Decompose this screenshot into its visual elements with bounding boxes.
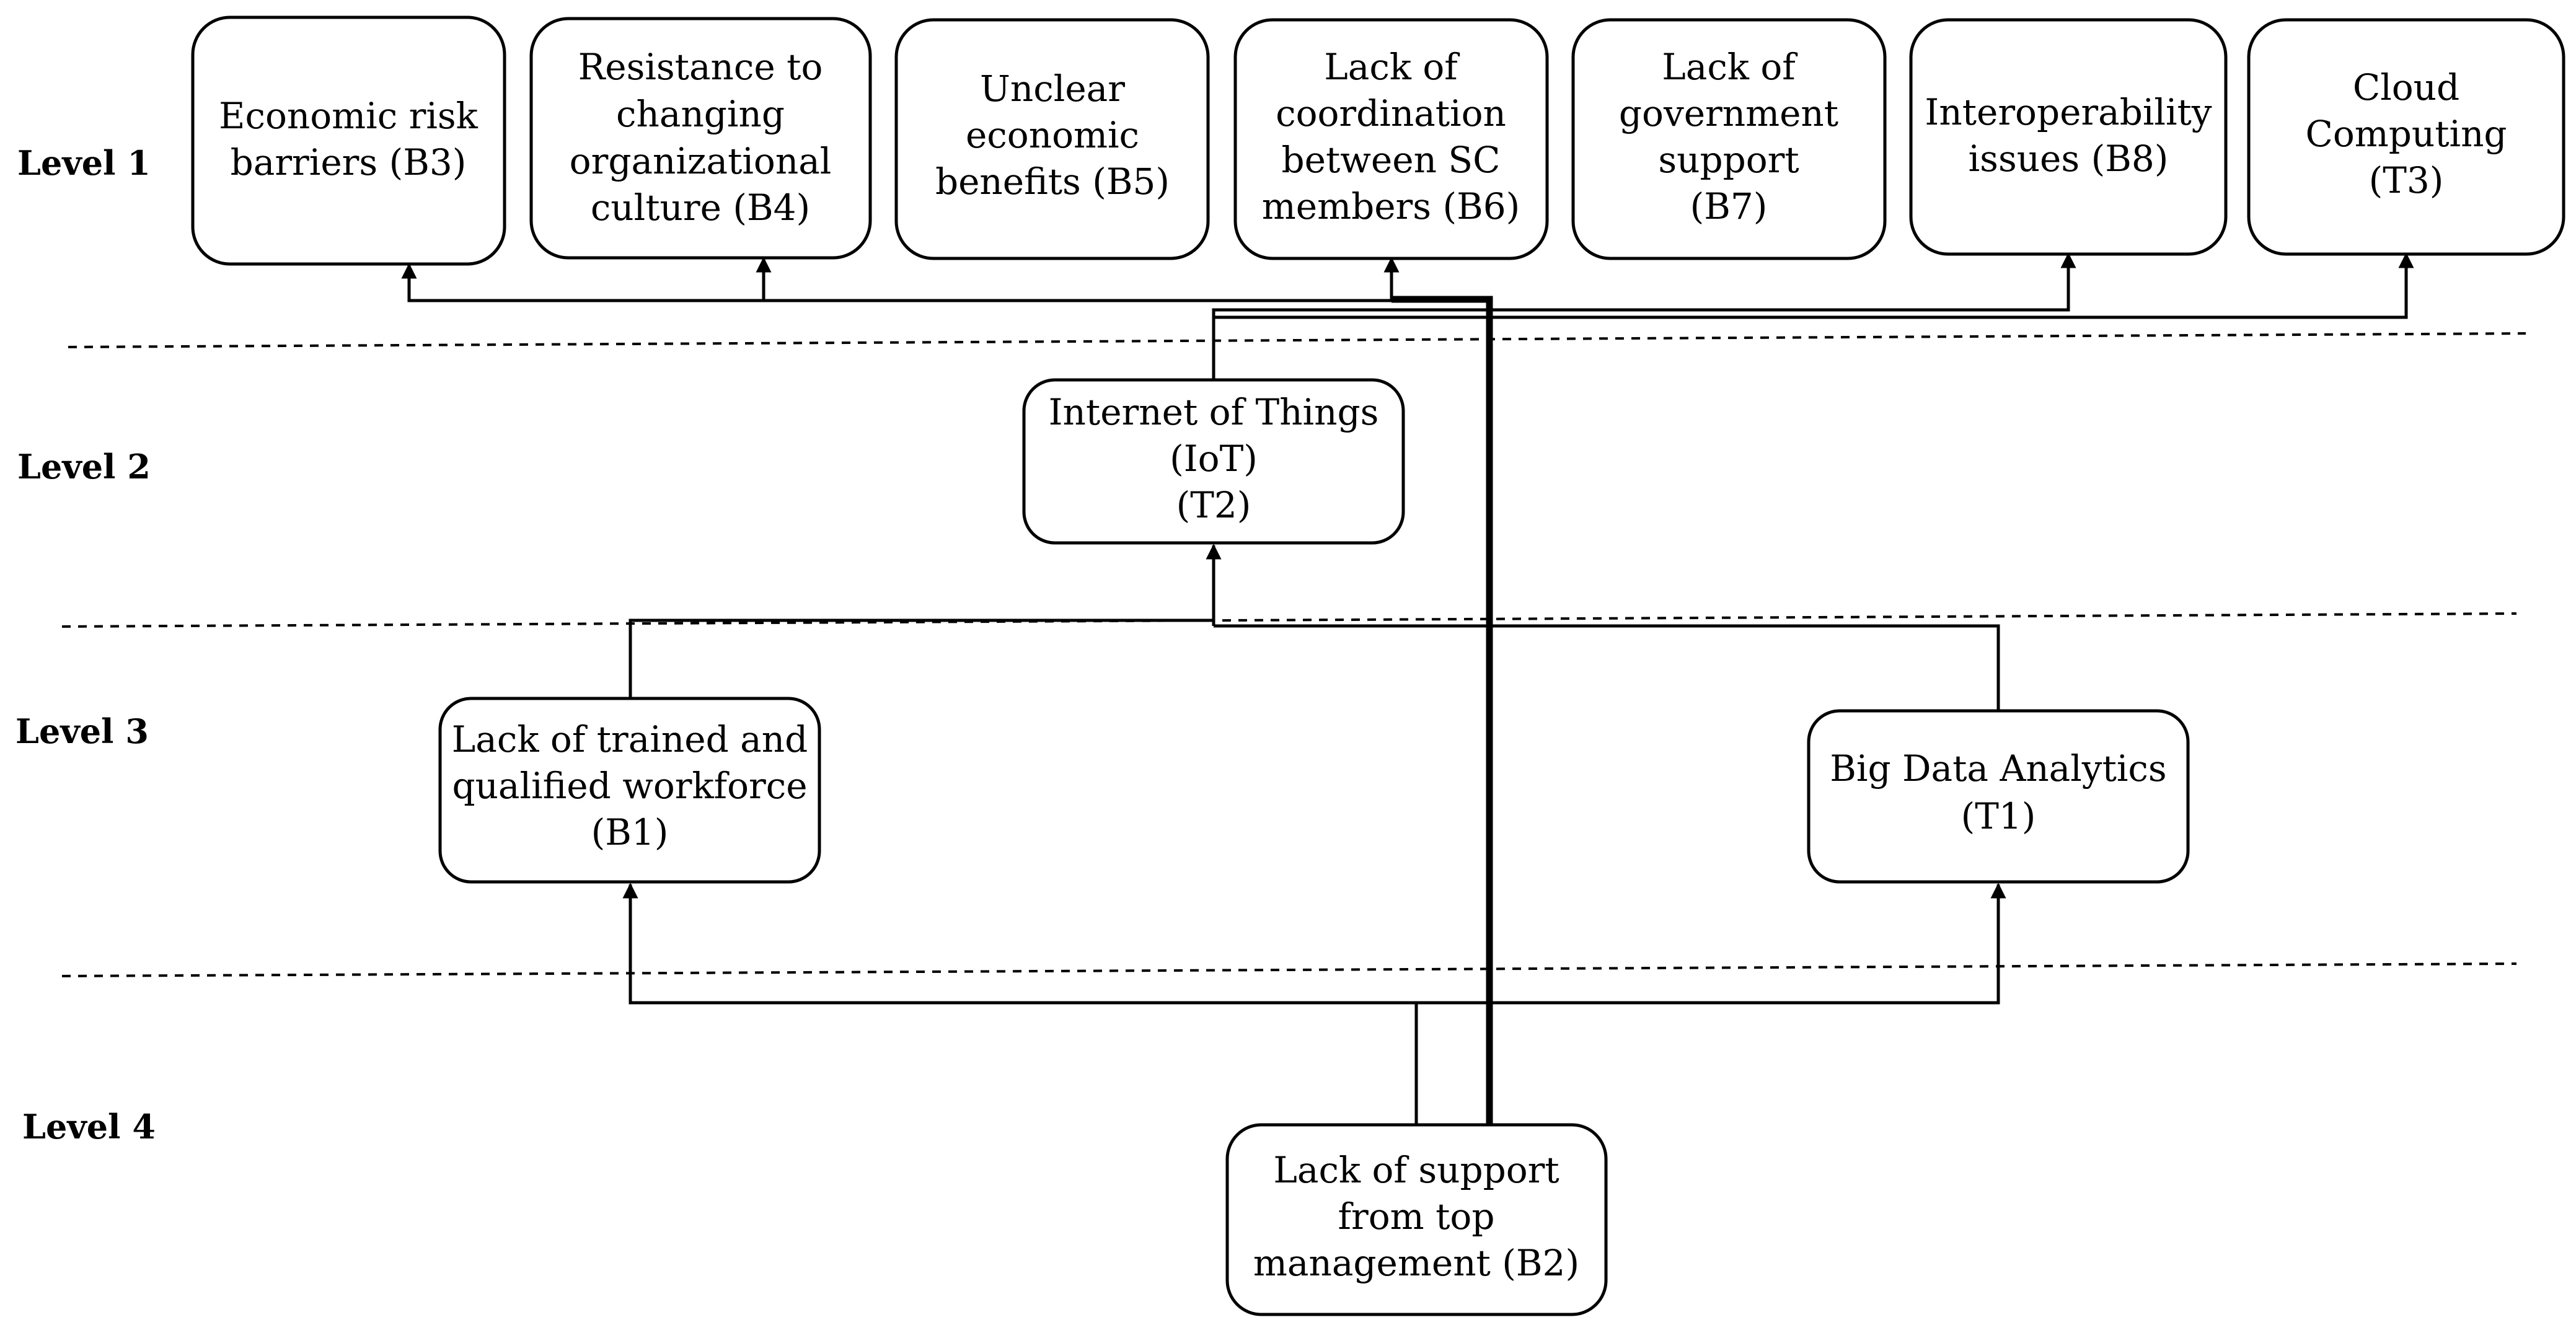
node-b7-line-2: government [1619, 92, 1838, 134]
level-label-1: Level 1 [17, 143, 151, 183]
node-b6-line-4: members (B6) [1262, 185, 1520, 227]
node-b2-box [1225, 1123, 1608, 1316]
node-b3-line-2: barriers (B3) [231, 141, 467, 183]
node-b5-line-1: Unclear [980, 68, 1125, 110]
node-b4: Resistance to changing organizational cu… [529, 17, 872, 260]
node-b6: Lack of coordination between SC members … [1233, 18, 1549, 260]
edge-b1-to-t2 [629, 618, 1214, 698]
node-b7-line-4: (B7) [1690, 185, 1768, 227]
node-b8-line-1: Interoperability [1925, 91, 2212, 133]
node-b5-box [894, 18, 1210, 260]
node-b5-line-2: economic [966, 114, 1139, 156]
node-t2-line-1: Internet of Things [1049, 391, 1379, 433]
node-t3-box [2247, 18, 2565, 256]
node-b4-line-4: culture (B4) [591, 187, 810, 229]
edge-b2-to-b1 [622, 883, 1416, 1005]
node-b3: Economic risk barriers (B3) [191, 15, 506, 266]
node-b8-box [1909, 18, 2228, 256]
node-t1-line-1: Big Data Analytics [1830, 747, 2166, 790]
node-b5: Unclear economic benefits (B5) [894, 18, 1210, 260]
node-b1-line-1: Lack of trained and [452, 718, 808, 760]
edge-b2-to-b3 [401, 263, 1392, 302]
node-t2: Internet of Things (IoT) (T2) [1022, 378, 1405, 545]
node-b5-line-3: benefits (B5) [935, 161, 1170, 203]
level-divider-1-2 [68, 332, 2526, 348]
node-b1-line-2: qualified workforce [452, 765, 807, 807]
node-b2: Lack of support from top management (B2) [1225, 1123, 1608, 1316]
level-label-3: Level 3 [15, 711, 149, 751]
node-b1: Lack of trained and qualified workforce … [438, 697, 821, 884]
node-t1-box [1807, 709, 2190, 884]
node-t1-line-2: (T1) [1961, 795, 2036, 837]
node-b7-line-3: support [1658, 139, 1799, 181]
edges-from-t2 [1212, 252, 2414, 380]
node-b8-line-2: issues (B8) [1969, 138, 2169, 180]
edge-t1-to-t2 [1214, 624, 2000, 711]
level-label-2: Level 2 [17, 447, 151, 486]
node-b6-box [1233, 18, 1549, 260]
level-divider-3-4 [61, 962, 2517, 977]
node-t3-line-2: Computing [2305, 113, 2507, 155]
edges-from-b2-level1 [401, 257, 1493, 1124]
edge-b2-to-t1 [1416, 883, 2006, 1005]
node-t3-line-3: (T3) [2369, 159, 2444, 201]
node-b4-line-2: changing [616, 93, 785, 135]
level-label-4: Level 4 [22, 1107, 156, 1147]
node-t2-line-3: (T2) [1176, 484, 1251, 526]
node-b7-line-1: Lack of [1662, 46, 1797, 88]
node-b2-line-3: management (B2) [1253, 1242, 1579, 1284]
node-t2-line-2: (IoT) [1170, 438, 1258, 480]
node-b1-line-3: (B1) [591, 811, 669, 853]
node-b7-box [1571, 18, 1887, 260]
node-b6-line-1: Lack of [1324, 46, 1460, 88]
node-t2-box [1022, 378, 1405, 545]
node-t1: Big Data Analytics (T1) [1807, 709, 2190, 884]
edge-b2-trunk [1392, 296, 1493, 1124]
node-b3-line-1: Economic risk [219, 95, 479, 137]
edges-to-t2 [629, 544, 2000, 711]
node-b6-line-2: coordination [1276, 92, 1506, 134]
edge-t2-to-b8 [1212, 252, 2076, 380]
node-b2-line-1: Lack of support [1273, 1149, 1559, 1191]
node-b8: Interoperability issues (B8) [1909, 18, 2228, 256]
node-b4-box [529, 17, 872, 260]
node-t3: Cloud Computing (T3) [2247, 18, 2565, 256]
level-divider-2-3 [61, 612, 2517, 628]
node-t3-line-1: Cloud [2353, 66, 2459, 108]
node-b3-box [191, 15, 506, 266]
node-b2-line-2: from top [1338, 1195, 1495, 1238]
node-b4-line-3: organizational [570, 140, 832, 182]
node-b4-line-1: Resistance to [578, 46, 823, 88]
node-b1-box [438, 697, 821, 884]
edges-from-b2-level3 [622, 883, 2006, 1124]
node-b6-line-3: between SC [1282, 139, 1501, 181]
node-b7: Lack of government support (B7) [1571, 18, 1887, 260]
edge-t2-to-t3 [1212, 252, 2414, 319]
